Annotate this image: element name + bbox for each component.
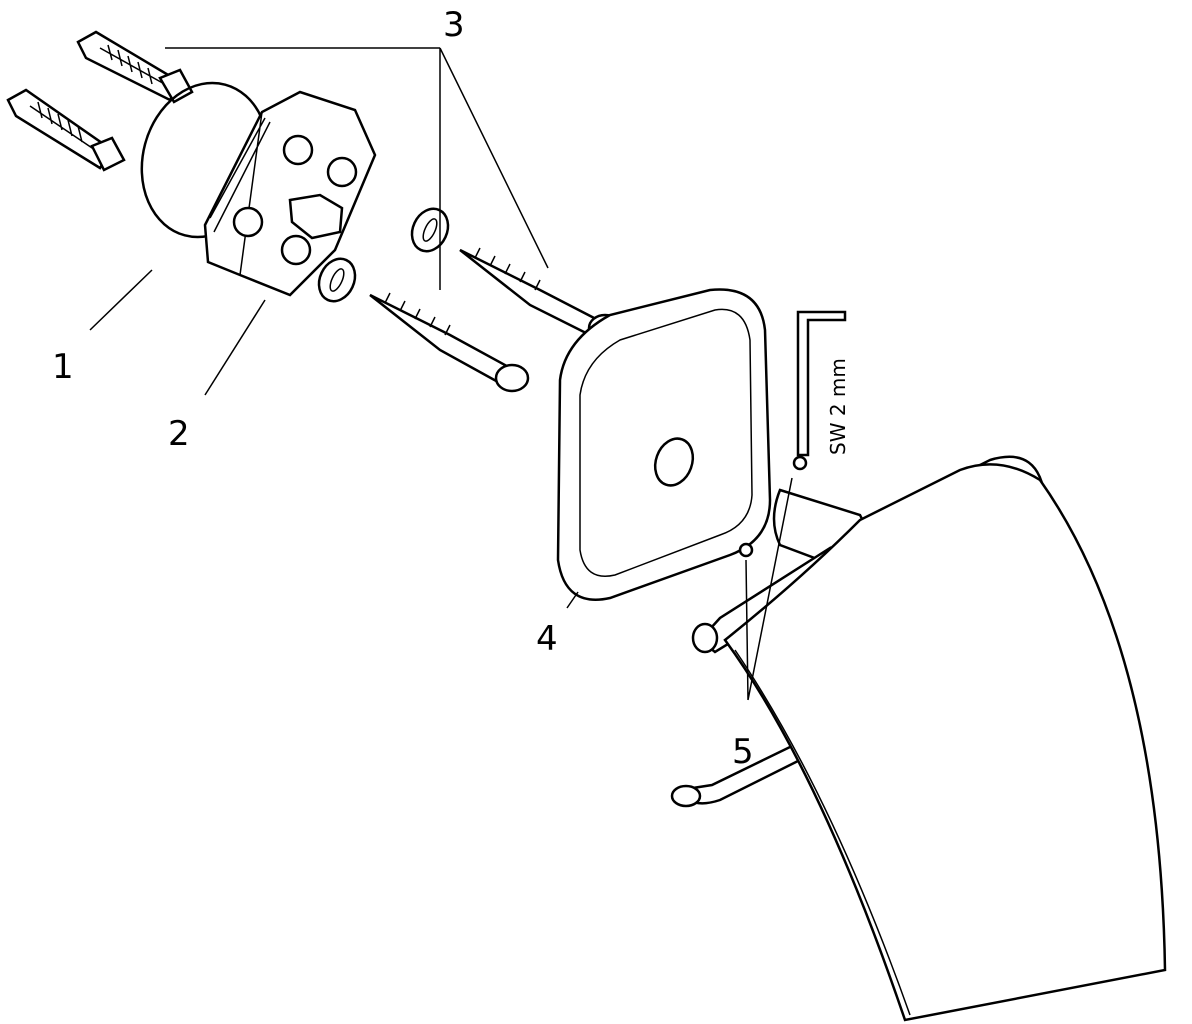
hex-key	[796, 310, 847, 457]
set-screw-lower	[738, 542, 754, 558]
callout-3: 3	[443, 5, 465, 45]
screw-lower	[369, 292, 530, 393]
washer-lower	[317, 257, 357, 303]
paper-holder	[670, 455, 1167, 1022]
cover-rosette	[556, 288, 772, 601]
callout-4: 4	[536, 619, 558, 659]
wall-anchor-lower	[6, 88, 126, 172]
leader-lines	[89, 47, 793, 701]
set-screw-upper	[792, 455, 808, 471]
wall-anchor-upper	[76, 30, 194, 104]
callout-1: 1	[52, 347, 74, 387]
callout-5: 5	[732, 732, 754, 772]
washer-upper	[410, 207, 450, 253]
mounting-plate	[203, 90, 377, 297]
hex-key-size-label: SW 2 mm	[826, 358, 850, 455]
callout-2: 2	[168, 414, 190, 454]
